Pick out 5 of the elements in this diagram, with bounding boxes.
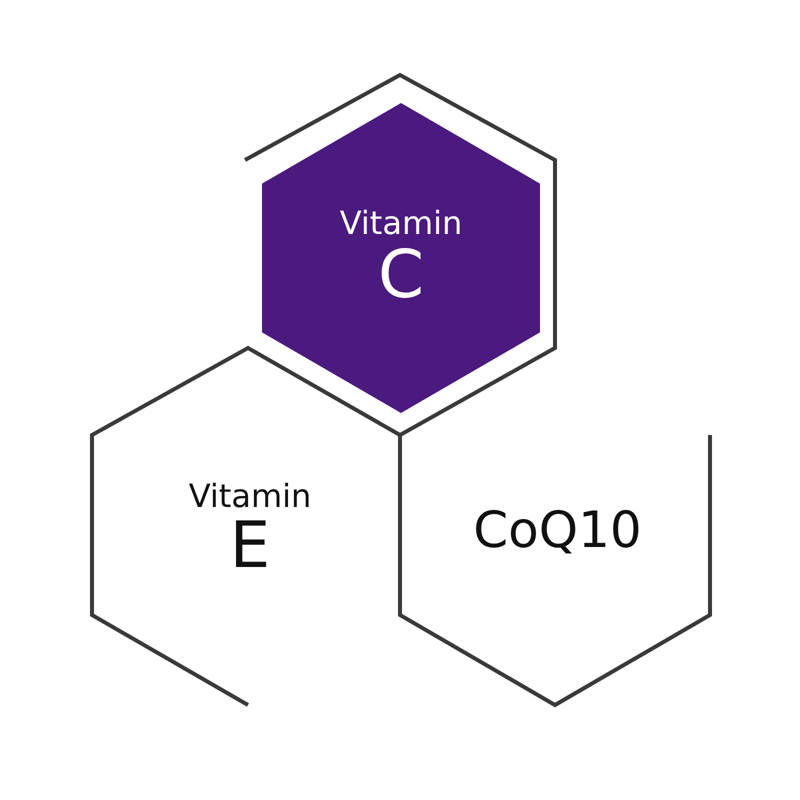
node-label: CoQ10 (473, 504, 642, 556)
heading-label: Vitamin (340, 206, 462, 240)
node-label: C (378, 240, 424, 310)
node-label: E (230, 513, 270, 580)
heading-label: Vitamin (188, 480, 312, 514)
